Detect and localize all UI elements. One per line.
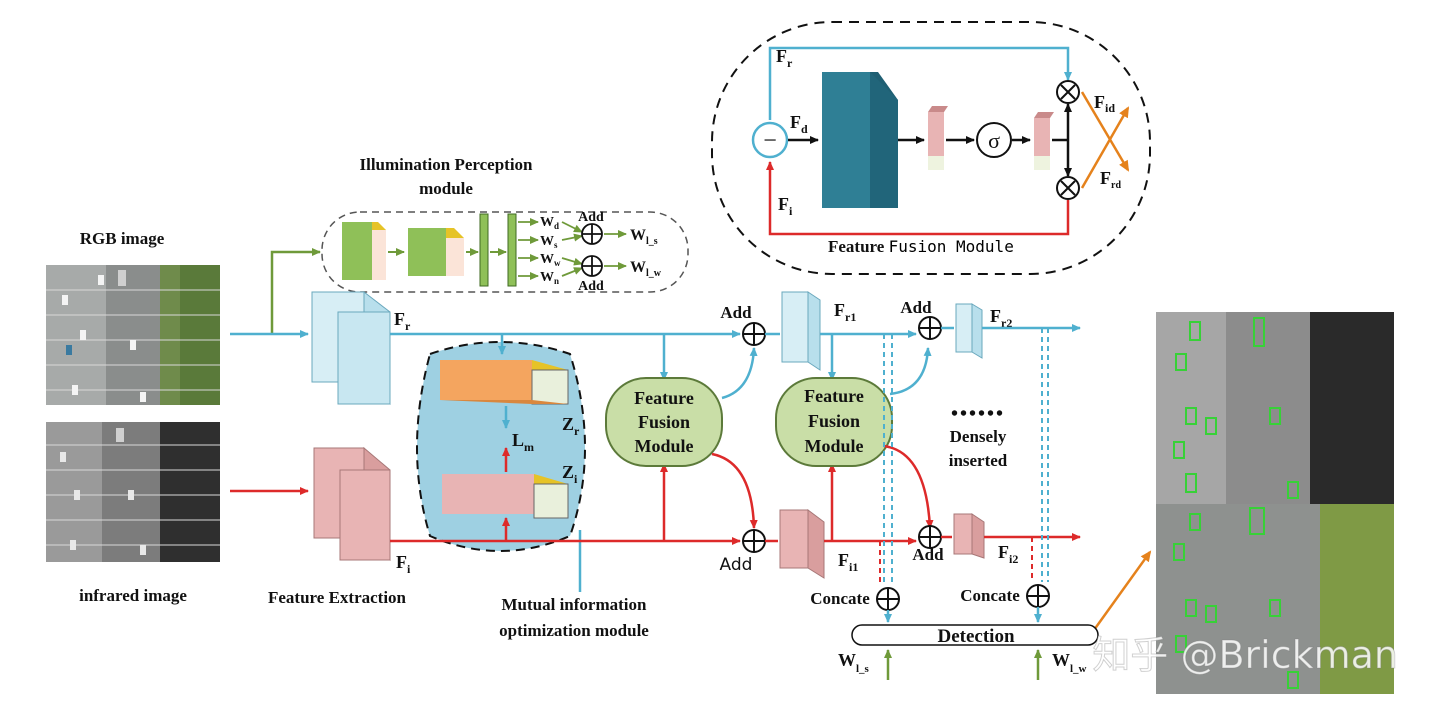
fr1-block (781, 291, 821, 371)
rgb-image-label: RGB image (80, 229, 165, 248)
output-arrow (1092, 550, 1152, 631)
feature-fusion-module-2 (775, 377, 893, 467)
svg-text:Ww: Ww (540, 252, 561, 268)
svg-text:Wd: Wd (540, 215, 559, 231)
svg-text:Fd: Fd (790, 112, 808, 136)
svg-text:Concate: Concate (960, 586, 1020, 605)
svg-text:Feature: Feature (804, 386, 864, 406)
svg-text:−: − (763, 128, 777, 154)
svg-text:Feature: Feature (634, 388, 694, 408)
feature-extraction-label: Feature Extraction (268, 588, 407, 607)
infrared-image-label: infrared image (79, 586, 187, 605)
svg-text:Add: Add (720, 303, 752, 322)
fr2-block (955, 303, 983, 359)
svg-text:Fr1: Fr1 (834, 300, 856, 324)
svg-text:Fi2: Fi2 (998, 542, 1018, 566)
illum-title-line1: Illumination Perception (360, 155, 534, 174)
svg-text:Wl_s: Wl_s (630, 227, 658, 247)
watermark: 知乎 @Brickman (1092, 633, 1398, 677)
svg-text:Fr: Fr (776, 46, 793, 70)
conv-block-teal (822, 72, 870, 208)
mutual-information-module (416, 341, 586, 552)
mutual-info-label-line1: Mutual information (502, 595, 648, 614)
svg-text:Fusion: Fusion (808, 411, 860, 431)
svg-text:Wl_s: Wl_s (838, 650, 870, 675)
rgb-image-thumbnail (46, 265, 220, 405)
svg-text:Fi: Fi (396, 552, 411, 576)
svg-text:Add: Add (912, 545, 944, 564)
svg-text:Fr2: Fr2 (990, 306, 1012, 330)
illum-title-line2: module (419, 179, 473, 198)
svg-text:Add: Add (720, 555, 753, 575)
svg-text:Add: Add (900, 298, 932, 317)
svg-text:Wn: Wn (540, 270, 559, 286)
mutual-info-label-line2: optimization module (499, 621, 649, 640)
svg-text:Lm: Lm (512, 430, 534, 454)
svg-text:Fusion: Fusion (638, 412, 690, 432)
svg-text:Zi: Zi (562, 462, 578, 486)
svg-text:Fid: Fid (1094, 92, 1115, 115)
sigmoid-operator (976, 122, 1012, 158)
detection-output-image (1156, 312, 1394, 694)
densely-label-line1: Densely (950, 427, 1007, 446)
svg-text:Add: Add (578, 279, 604, 294)
detection-head (851, 624, 1099, 646)
pool-block-1 (928, 112, 944, 156)
svg-text:Module: Module (804, 436, 863, 456)
ffm-detail-boundary (711, 21, 1151, 275)
svg-text:Concate: Concate (810, 589, 870, 608)
fi2-block (953, 513, 985, 559)
svg-text:Wl_w: Wl_w (630, 259, 662, 279)
feature-fusion-module-1 (605, 377, 723, 467)
illum-input-arrow (270, 248, 321, 334)
svg-text:σ: σ (988, 128, 1000, 153)
svg-text:Fi1: Fi1 (838, 550, 858, 574)
fi1-block (779, 509, 825, 579)
svg-text:Wl_w: Wl_w (1052, 650, 1087, 675)
svg-text:Frd: Frd (1100, 168, 1121, 191)
infrared-image-thumbnail (46, 422, 220, 562)
pool-block-2 (1034, 118, 1050, 156)
feature-fusion-module-detail: Fr Fi − Fd σ (711, 21, 1151, 275)
svg-text:Ws: Ws (540, 234, 558, 250)
detection-label: Detection (937, 626, 1014, 647)
ir-feature-block (313, 446, 391, 562)
subtract-operator (751, 121, 789, 159)
svg-text:Add: Add (578, 210, 604, 225)
svg-text:Module: Module (634, 436, 693, 456)
densely-label-line2: inserted (949, 451, 1008, 470)
rgb-feature-block (311, 290, 391, 406)
svg-text:Fr: Fr (394, 309, 411, 333)
illumination-perception-module: Wd Ws Ww Wn Add Add Wl_s Wl_w (321, 210, 689, 294)
svg-text:Fi: Fi (778, 194, 793, 218)
ffm-detail-title: Feature Fusion Module (828, 237, 1014, 256)
svg-text:Zr: Zr (562, 414, 580, 438)
densely-dots: •••••• (951, 403, 1005, 425)
